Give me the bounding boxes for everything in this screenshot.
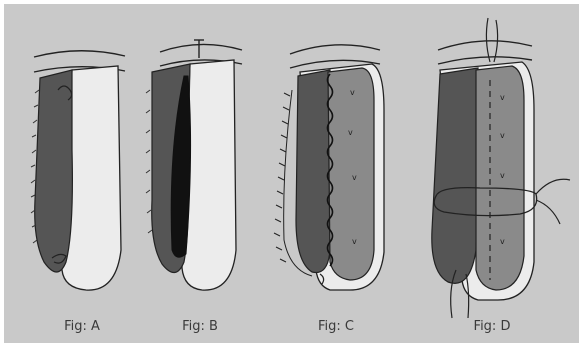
svg-text:v: v	[500, 237, 505, 246]
svg-text:v: v	[500, 171, 505, 180]
caption-fig-c: Fig: C	[318, 319, 354, 334]
svg-text:v: v	[348, 128, 353, 137]
svg-text:v: v	[352, 173, 357, 182]
caption-fig-d: Fig: D	[474, 319, 511, 334]
figure-b	[146, 40, 242, 290]
figure-a	[31, 51, 125, 290]
svg-text:v: v	[500, 93, 505, 102]
caption-fig-b: Fig: B	[182, 319, 218, 334]
svg-text:v: v	[500, 131, 505, 140]
svg-text:v: v	[350, 88, 355, 97]
caption-fig-a: Fig: A	[64, 319, 100, 334]
svg-text:v: v	[352, 237, 357, 246]
